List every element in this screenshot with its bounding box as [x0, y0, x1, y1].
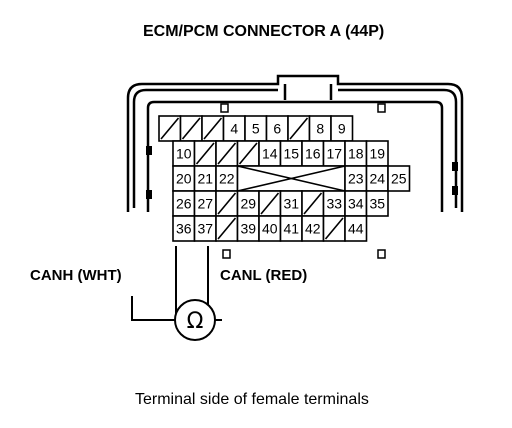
unused-slash: [303, 192, 323, 215]
canh-wire: [131, 246, 177, 321]
terminal-number: 27: [197, 196, 213, 212]
blank-cross: [237, 165, 346, 192]
terminal-number: 17: [326, 146, 342, 162]
terminal-number: 22: [219, 171, 235, 187]
unused-slash: [217, 142, 237, 165]
terminal-number: 39: [240, 221, 256, 237]
unused-slash: [217, 217, 237, 240]
terminal-number: 4: [230, 121, 238, 137]
terminal-number: 5: [252, 121, 260, 137]
terminal-cell: [387, 165, 411, 192]
canl-label: CANL (RED): [220, 267, 307, 284]
unused-slash: [160, 117, 180, 140]
canh-label: CANH (WHT): [30, 267, 122, 284]
unused-slash: [238, 142, 258, 165]
terminal-number: 21: [197, 171, 213, 187]
terminal-number: 34: [348, 196, 364, 212]
terminal-number: 16: [305, 146, 321, 162]
terminal-number: 44: [348, 221, 364, 237]
terminal-number: 26: [176, 196, 192, 212]
unused-slash: [203, 117, 223, 140]
terminal-number: 9: [338, 121, 346, 137]
terminal-number: 14: [262, 146, 278, 162]
unused-slash: [181, 117, 201, 140]
terminal-number: 41: [283, 221, 299, 237]
terminal-cell: [365, 190, 389, 217]
unused-slash: [195, 142, 215, 165]
terminal-number: 10: [176, 146, 192, 162]
terminal-number: 20: [176, 171, 192, 187]
diagram-title: ECM/PCM CONNECTOR A (44P): [143, 23, 384, 40]
terminal-number: 40: [262, 221, 278, 237]
terminal-number: 33: [326, 196, 342, 212]
unused-slash: [217, 192, 237, 215]
terminal-number: 24: [369, 171, 385, 187]
terminal-number: 18: [348, 146, 364, 162]
unused-slash: [324, 217, 344, 240]
unused-slash: [289, 117, 309, 140]
terminal-number: 37: [197, 221, 213, 237]
unused-slash: [260, 192, 280, 215]
terminal-number: 8: [316, 121, 324, 137]
terminal-number: 35: [369, 196, 385, 212]
terminal-number: 15: [283, 146, 299, 162]
terminal-number: 31: [283, 196, 299, 212]
terminal-number: 6: [273, 121, 281, 137]
terminal-cell: [344, 215, 368, 242]
ohm-icon: Ω: [187, 309, 204, 334]
terminal-number: 23: [348, 171, 364, 187]
terminal-number: 25: [391, 171, 407, 187]
terminal-number: 36: [176, 221, 192, 237]
diagram-caption: Terminal side of female terminals: [135, 391, 369, 408]
terminal-number: 19: [369, 146, 385, 162]
ohmmeter: Ω: [174, 299, 216, 341]
terminal-number: 42: [305, 221, 321, 237]
housing-tabs: [146, 103, 458, 259]
connector-housing: [126, 74, 464, 212]
terminal-number: 29: [240, 196, 256, 212]
